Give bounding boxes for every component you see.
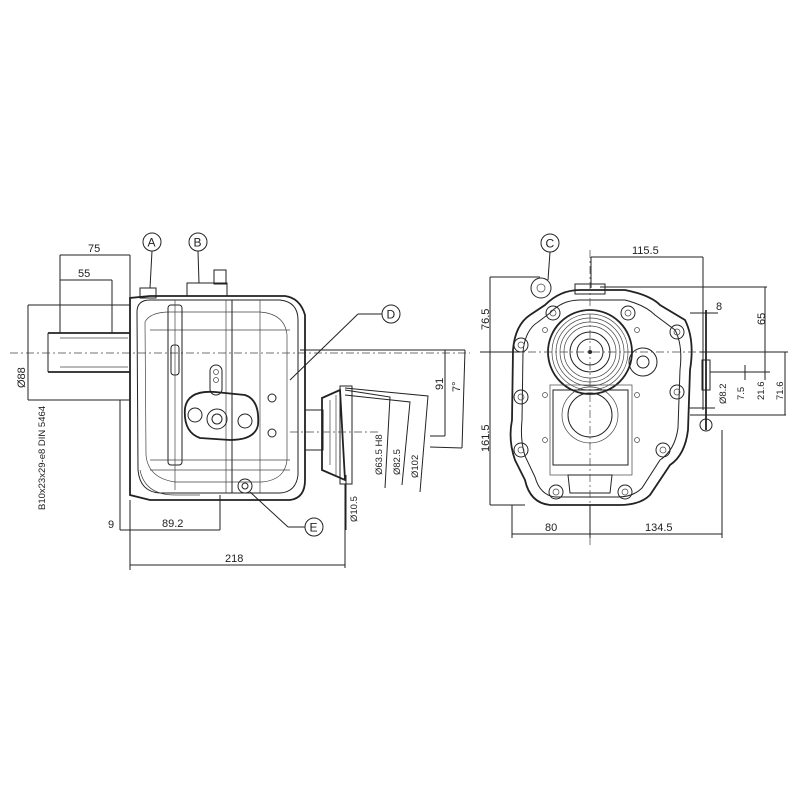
- svg-text:75: 75: [88, 243, 100, 255]
- svg-text:Ø10.5: Ø10.5: [349, 496, 360, 522]
- callout-b: B: [188, 232, 208, 284]
- callout-a: A: [142, 232, 162, 289]
- svg-text:8: 8: [716, 301, 722, 313]
- front-view: C 115.5 76.5 161.5 65 8: [480, 233, 788, 545]
- dim-75: 75: [59, 243, 131, 333]
- callout-e: E: [249, 491, 324, 537]
- svg-text:71.6: 71.6: [775, 382, 786, 401]
- dim-9-89-2: 9 89.2: [108, 400, 221, 570]
- dim-8: 8: [690, 301, 722, 314]
- svg-text:21.6: 21.6: [756, 382, 767, 401]
- svg-text:218: 218: [225, 553, 243, 565]
- svg-text:80: 80: [545, 522, 557, 534]
- svg-text:55: 55: [78, 268, 90, 280]
- svg-text:7°: 7°: [451, 381, 463, 392]
- dim-218: 218: [130, 484, 346, 568]
- drain-plug: [237, 478, 253, 494]
- dim-76-5-161-5: 76.5 161.5: [480, 276, 540, 506]
- svg-text:9: 9: [108, 519, 114, 531]
- svg-text:115.5: 115.5: [632, 245, 659, 257]
- dim-65: 65: [600, 286, 768, 370]
- svg-text:D: D: [387, 308, 396, 322]
- svg-text:89.2: 89.2: [162, 518, 183, 530]
- spline-spec: B10x23x29-e8 DIN 5464: [37, 406, 48, 510]
- output-shaft: [10, 332, 470, 373]
- svg-text:A: A: [148, 236, 156, 250]
- svg-text:Ø88: Ø88: [16, 367, 28, 388]
- dim-80-134-5: 80 134.5: [511, 430, 723, 538]
- svg-text:134.5: 134.5: [645, 522, 673, 534]
- svg-text:161.5: 161.5: [480, 424, 492, 452]
- callout-c: C: [540, 233, 560, 281]
- gearbox-housing-front: [480, 250, 700, 545]
- dim-55: 55: [60, 268, 113, 333]
- selector-mechanism: [183, 364, 277, 441]
- svg-text:Ø63.5 H8: Ø63.5 H8: [374, 434, 385, 475]
- dim-lever-detail: Ø8.2 7.5 21.6 71.6: [690, 351, 788, 416]
- svg-text:Ø8.2: Ø8.2: [718, 383, 729, 404]
- callout-d: D: [289, 304, 401, 381]
- svg-text:65: 65: [756, 313, 768, 325]
- shift-lever: [688, 310, 715, 432]
- svg-text:Ø82.5: Ø82.5: [392, 449, 403, 475]
- side-view: 75 55 Ø88 B10x23x29-e8 DIN 5464 9 89.2: [10, 232, 470, 570]
- svg-text:C: C: [546, 237, 555, 251]
- dim-91-angle: 91 7°: [300, 349, 466, 449]
- dim-115-5: 115.5: [590, 245, 704, 410]
- svg-text:E: E: [310, 521, 318, 535]
- svg-text:76.5: 76.5: [480, 309, 492, 330]
- svg-text:91: 91: [434, 378, 446, 390]
- svg-text:Ø102: Ø102: [410, 455, 421, 478]
- svg-text:7.5: 7.5: [736, 387, 747, 400]
- dim-diameter-88: Ø88: [16, 304, 130, 401]
- dim-flange: Ø63.5 H8 Ø82.5 Ø102 Ø10.5: [344, 387, 429, 530]
- gearbox-housing-side: [129, 269, 306, 501]
- input-flange: [290, 385, 380, 485]
- svg-text:B: B: [194, 236, 202, 250]
